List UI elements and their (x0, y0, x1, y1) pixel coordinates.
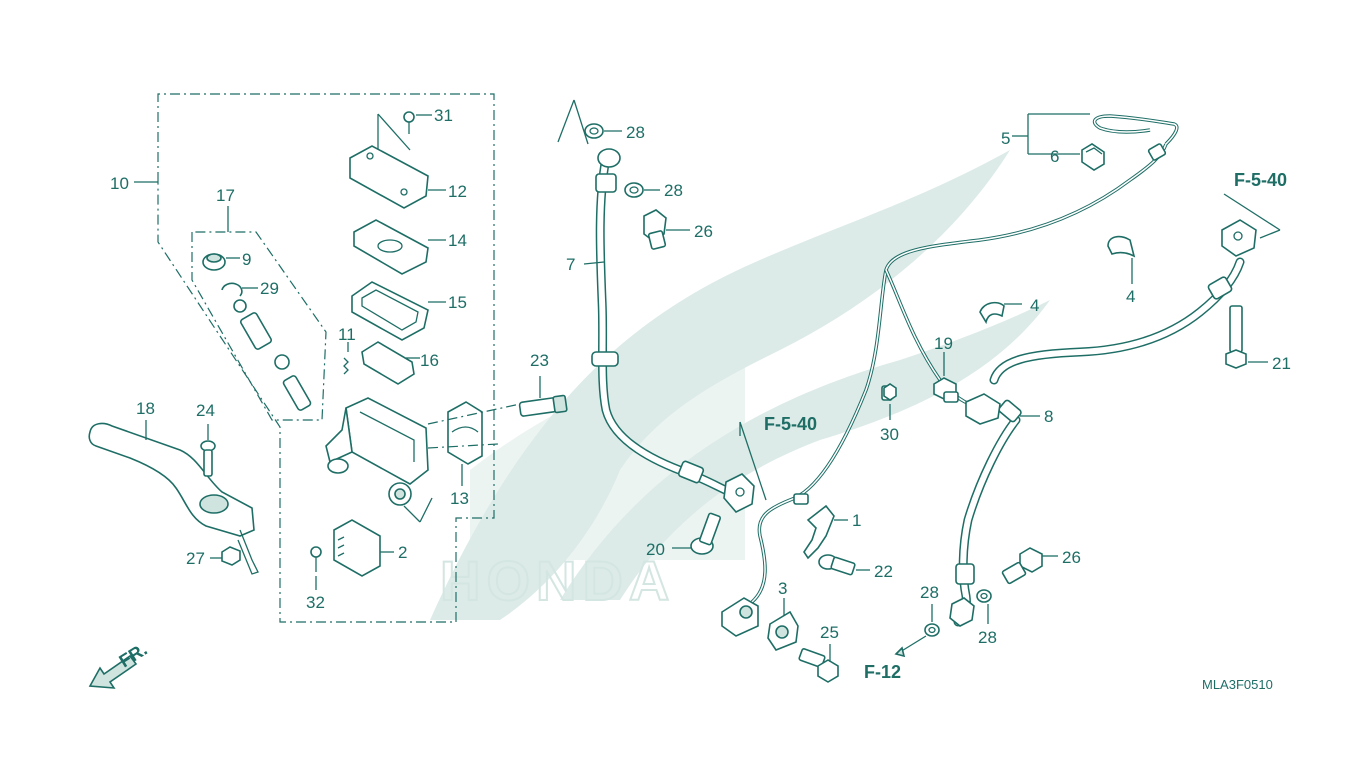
sealing-washer-top (584, 123, 660, 198)
stay-bolt (818, 554, 870, 576)
master-cylinder-holder (427, 401, 521, 486)
sealing-washer-lower (894, 589, 992, 658)
callout-31: 31 (434, 106, 453, 125)
callout-13: 13 (450, 489, 469, 508)
diaphragm-plate (353, 219, 446, 275)
callout-19: 19 (934, 334, 953, 353)
callout-10: 10 (110, 174, 129, 193)
callout-28-lower-a: 28 (920, 583, 939, 602)
pipe-stay (803, 504, 848, 560)
mounting-bolt (672, 512, 722, 555)
callout-27: 27 (186, 549, 205, 568)
diagram-code: MLA3F0510 (1202, 677, 1273, 692)
master-cylinder-assembly-bracket (134, 93, 495, 623)
three-way-joint-bolt (933, 352, 959, 403)
callout-14: 14 (448, 231, 467, 250)
callout-29: 29 (260, 279, 279, 298)
callout-4-lower: 4 (1030, 296, 1039, 315)
honda-wing-watermark: HONDA (430, 150, 1050, 620)
callout-20: 20 (646, 540, 665, 559)
callout-labels: 5 6 4 4 31 12 14 15 16 11 10 17 9 29 23 … (110, 106, 1291, 647)
callout-28-top-b: 28 (664, 181, 683, 200)
callout-28-top-a: 28 (626, 123, 645, 142)
callout-2: 2 (398, 543, 407, 562)
ref-f-5-40-right[interactable]: F-5-40 (1234, 170, 1287, 190)
callout-26-top: 26 (694, 222, 713, 241)
callout-21: 21 (1272, 354, 1291, 373)
callout-26-lower: 26 (1062, 548, 1081, 567)
callout-18: 18 (136, 399, 155, 418)
circlip (221, 282, 258, 297)
oil-bolt-lower (1001, 547, 1058, 585)
master-cylinder-body (325, 397, 433, 523)
callout-9: 9 (242, 250, 251, 269)
callout-8: 8 (1044, 407, 1053, 426)
brake-joint (721, 597, 799, 651)
callout-11: 11 (338, 325, 356, 344)
switch-screw (310, 546, 322, 590)
piston-assembly (233, 299, 312, 411)
holder-bolt (518, 376, 568, 417)
honda-watermark-text: HONDA (440, 549, 675, 612)
callout-6: 6 (1050, 147, 1059, 166)
front-direction-arrow (88, 654, 138, 689)
callout-3: 3 (778, 579, 787, 598)
callout-7: 7 (566, 255, 575, 274)
brake-switch (333, 519, 394, 577)
caliper-bolt (1225, 305, 1268, 369)
front-brake-hose (557, 99, 767, 513)
callout-12: 12 (448, 182, 467, 201)
float-plate (361, 341, 420, 385)
piston-cap (202, 253, 240, 271)
callout-1: 1 (852, 511, 861, 530)
callout-30: 30 (880, 425, 899, 444)
callout-16: 16 (420, 351, 439, 370)
oil-bolt-top (643, 209, 690, 250)
front-brake-hose-lower (953, 257, 1245, 627)
callout-24: 24 (196, 401, 215, 420)
pipe-callout-lines (1012, 113, 1090, 155)
callout-32: 32 (306, 593, 325, 612)
piston-kit-bracket (191, 206, 327, 421)
callout-23: 23 (530, 351, 549, 370)
brake-lever (88, 420, 259, 575)
caliper-fitting (1221, 193, 1281, 257)
reservoir-screw (377, 111, 432, 151)
pipe-clip-upper (1107, 235, 1136, 284)
pipe-grommet (883, 383, 897, 420)
joint-bolt (798, 644, 839, 683)
small-spring (343, 342, 349, 375)
ref-f-5-40-left[interactable]: F-5-40 (764, 414, 817, 434)
callout-15: 15 (448, 293, 467, 312)
pipe-clamp (1081, 143, 1105, 171)
pivot-nut (210, 546, 241, 566)
reservoir-cover (349, 145, 446, 209)
callout-22: 22 (874, 562, 893, 581)
ref-f-12[interactable]: F-12 (864, 662, 901, 682)
diaphragm (351, 281, 446, 341)
pipe-clip-lower (979, 301, 1022, 325)
callout-17: 17 (216, 186, 235, 205)
callout-4-upper: 4 (1126, 287, 1135, 306)
callout-25: 25 (820, 623, 839, 642)
lever-pivot-bolt (200, 424, 216, 477)
callout-5: 5 (1001, 129, 1010, 148)
callout-28-lower-b: 28 (978, 628, 997, 647)
